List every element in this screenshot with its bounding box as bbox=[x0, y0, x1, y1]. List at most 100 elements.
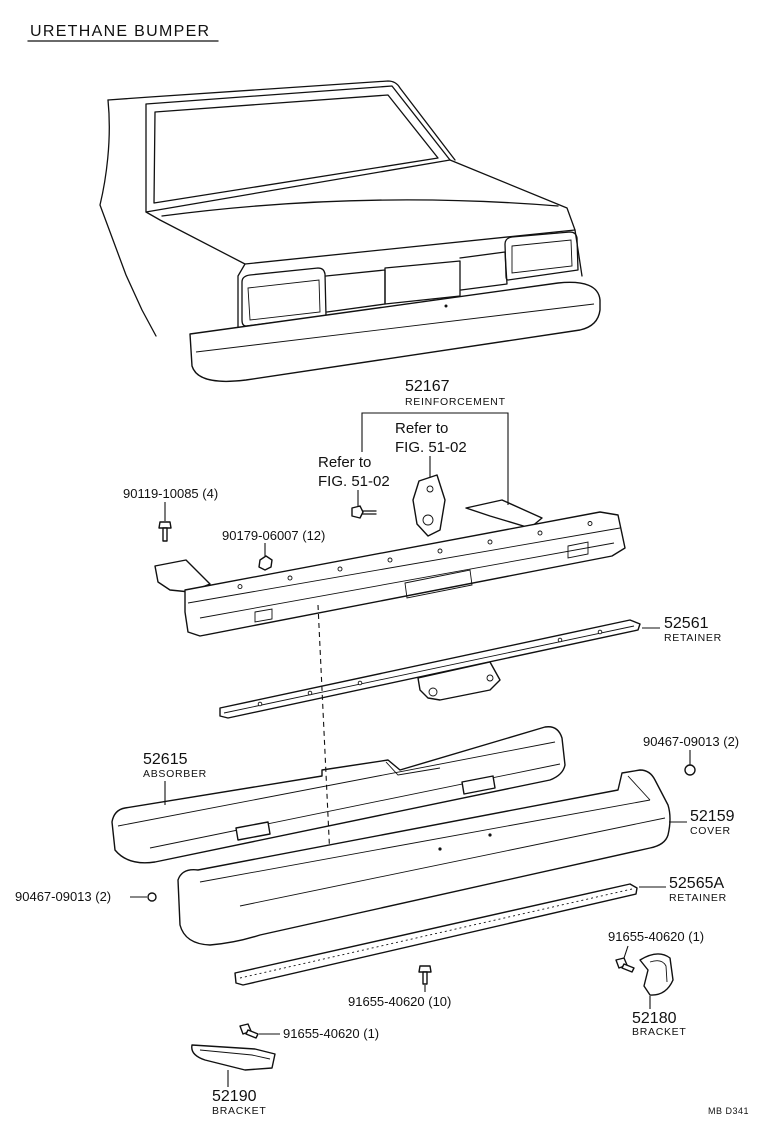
screw-right-leader bbox=[623, 945, 629, 959]
screw-left-label: 91655-40620 (1) bbox=[283, 1026, 379, 1041]
absorber-notch bbox=[385, 761, 441, 776]
screw-91655-center-head bbox=[418, 965, 432, 973]
rear-window-outer bbox=[145, 85, 451, 213]
cover-mark bbox=[438, 847, 442, 851]
reinforcement-hole bbox=[337, 566, 343, 572]
retainer-lower-edge bbox=[239, 888, 633, 979]
rear-panel-left-lamp bbox=[325, 269, 386, 313]
reinforcement-right-bracket bbox=[465, 499, 543, 529]
screw-91655-right bbox=[615, 957, 635, 973]
absorber-slot-right bbox=[461, 775, 496, 795]
clip-right-label: 90467-09013 (2) bbox=[643, 734, 739, 749]
leader-lines bbox=[130, 412, 691, 1087]
screw-91655-left bbox=[239, 1023, 259, 1039]
reinforcement-hole bbox=[587, 521, 593, 526]
reference-upper-line2: FIG. 51-02 bbox=[395, 439, 467, 456]
bracket-right-inner bbox=[649, 960, 668, 983]
tail-light-right-lens bbox=[511, 239, 573, 274]
bolt-90119-label: 90119-10085 (4) bbox=[123, 486, 218, 501]
reference-lower-line1: Refer to bbox=[318, 454, 371, 471]
trunk-lid bbox=[145, 159, 576, 265]
reinforcement-bracket-leader bbox=[361, 412, 509, 505]
bracket-left-name: BRACKET bbox=[212, 1105, 267, 1117]
reference-plate-hole-small bbox=[426, 485, 434, 493]
bolt-90119 bbox=[158, 521, 172, 542]
cover-name: COVER bbox=[690, 825, 731, 837]
reinforcement-bar bbox=[184, 511, 626, 637]
bolt-90119-shaft bbox=[162, 527, 168, 542]
reinforcement-front-edge bbox=[187, 527, 621, 604]
reference-plate-hole-large bbox=[422, 514, 434, 526]
reinforcement-hole bbox=[237, 584, 243, 590]
retainer-upper-hole bbox=[357, 680, 363, 686]
bracket-left-number: 52190 bbox=[212, 1088, 257, 1105]
reference-bolt-shaft bbox=[362, 510, 377, 515]
screw-center-label: 91655-40620 (10) bbox=[348, 994, 451, 1009]
reinforcement-ridge bbox=[199, 542, 615, 619]
rear-bumper bbox=[189, 281, 601, 383]
reference-bolt-head bbox=[351, 505, 364, 519]
screw-91655-left-shaft bbox=[245, 1029, 259, 1039]
reinforcement-slot-right bbox=[567, 541, 589, 559]
cover-mark bbox=[488, 833, 492, 837]
tail-light-left bbox=[241, 267, 327, 327]
bumper-mark bbox=[444, 304, 448, 308]
reference-lower-line2: FIG. 51-02 bbox=[318, 473, 390, 490]
reinforcement-center-plate bbox=[404, 569, 473, 599]
car-rear-illustration bbox=[99, 80, 601, 383]
absorber-name: ABSORBER bbox=[143, 768, 207, 780]
trunk-panel-line bbox=[161, 199, 559, 217]
retainer-upper-edge bbox=[223, 625, 635, 714]
reinforcement-hole bbox=[537, 530, 543, 536]
tail-light-left-lens bbox=[247, 279, 321, 321]
diagram-title: URETHANE BUMPER bbox=[30, 23, 210, 40]
car-c-pillar bbox=[99, 99, 157, 337]
retainer-lower-name: RETAINER bbox=[669, 892, 727, 904]
nut-90179 bbox=[258, 555, 273, 571]
absorber-part bbox=[111, 726, 566, 864]
retainer-lower-number: 52565A bbox=[669, 875, 724, 892]
rear-panel-right-lamp bbox=[459, 251, 508, 291]
retainer-upper-clip bbox=[417, 661, 501, 701]
bracket-right-number: 52180 bbox=[632, 1010, 677, 1027]
reference-plate bbox=[412, 474, 446, 537]
cover-part bbox=[177, 769, 671, 946]
screw-91655-center-shaft bbox=[422, 971, 428, 985]
drawing-code: MB D341 bbox=[708, 1106, 749, 1116]
reinforcement-hole bbox=[287, 575, 293, 581]
bracket-right-part bbox=[639, 953, 674, 996]
reinforcement-hole bbox=[387, 557, 393, 563]
clip-90467-right bbox=[684, 764, 696, 776]
reinforcement-name: REINFORCEMENT bbox=[405, 396, 506, 408]
cover-return-edge bbox=[627, 775, 651, 801]
retainer-upper-clip-hole bbox=[486, 674, 494, 682]
retainer-upper-hole bbox=[257, 701, 263, 707]
reinforcement-hole bbox=[437, 548, 443, 554]
cover-number: 52159 bbox=[690, 808, 735, 825]
retainer-upper-name: RETAINER bbox=[664, 632, 722, 644]
retainer-upper-number: 52561 bbox=[664, 615, 709, 632]
retainer-upper-hole bbox=[597, 629, 603, 635]
absorber-body bbox=[111, 726, 566, 864]
bracket-right-body bbox=[639, 953, 674, 996]
retainer-upper-hole bbox=[557, 637, 563, 643]
bracket-left-inner bbox=[199, 1049, 271, 1060]
reference-upper-line1: Refer to bbox=[395, 420, 448, 437]
absorber-number: 52615 bbox=[143, 751, 188, 768]
rear-panel bbox=[237, 229, 583, 331]
screw-91655-right-shaft bbox=[621, 963, 635, 973]
cover-top-edge bbox=[199, 799, 651, 883]
absorber-front-edge bbox=[117, 741, 556, 827]
reinforcement-slot-left bbox=[254, 608, 273, 623]
retainer-lower-strip bbox=[234, 883, 638, 986]
screw-right-label: 91655-40620 (1) bbox=[608, 929, 704, 944]
tail-light-right bbox=[504, 231, 579, 281]
reinforcement-hole bbox=[487, 539, 493, 545]
screw-91655-center bbox=[418, 965, 432, 985]
clip-90467-left bbox=[147, 892, 157, 902]
cover-body bbox=[177, 769, 671, 946]
bracket-right-name: BRACKET bbox=[632, 1026, 687, 1038]
rear-bumper-lower-line bbox=[195, 303, 595, 353]
cover-lower-face-line bbox=[239, 817, 666, 907]
